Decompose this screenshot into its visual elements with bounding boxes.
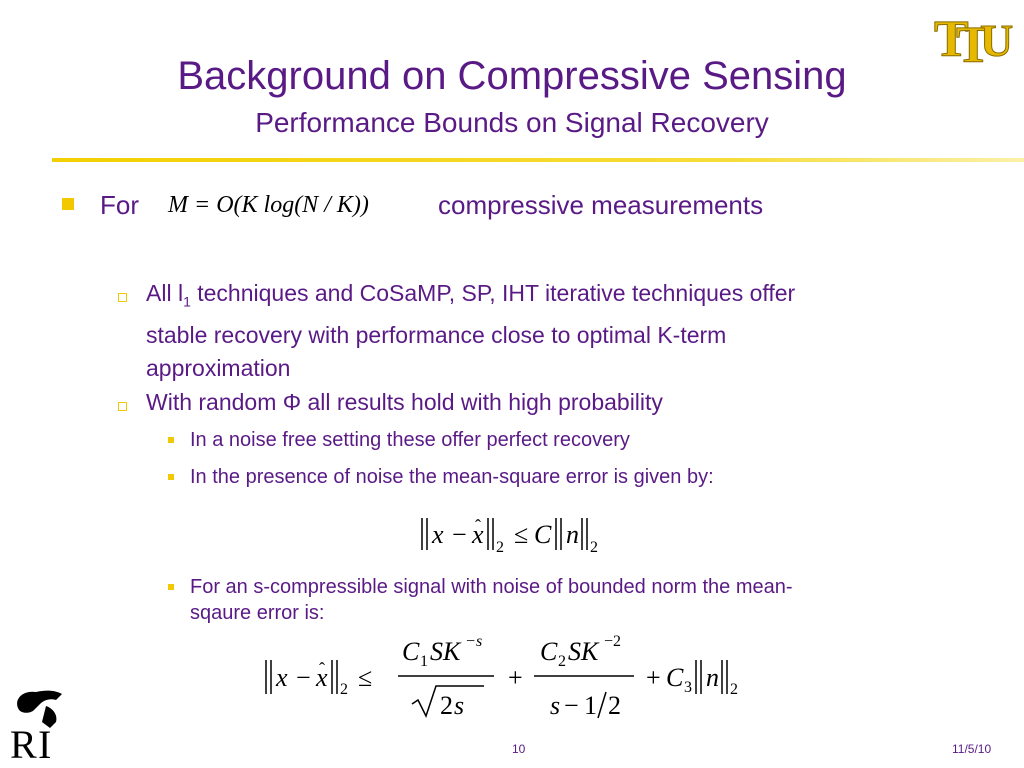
svg-text:−2: −2 <box>604 633 621 650</box>
svg-text:−: − <box>452 520 467 549</box>
small-square-icon <box>168 474 174 480</box>
svg-text:U: U <box>980 15 1013 66</box>
mse-equation-noise: x − x ˆ 2 ≤ C n 2 <box>421 516 598 556</box>
bullet-compressive-measurements: compressive measurements <box>438 190 764 220</box>
svg-text:−: − <box>296 663 311 692</box>
measurement-equation-text: M = O(K log(N / K)) <box>168 192 369 218</box>
svg-text:x: x <box>471 520 484 549</box>
svg-text:≤: ≤ <box>358 663 372 692</box>
bullet-l1-techniques: All l1 techniques and CoSaMP, SP, IHT it… <box>146 280 796 381</box>
svg-text:1: 1 <box>584 691 597 720</box>
svg-text:SK: SK <box>430 637 462 666</box>
bullet-random-phi: With random Φ all results hold with high… <box>146 389 663 415</box>
bullet-noise-free: In a noise free setting these offer perf… <box>190 429 630 451</box>
svg-text:C: C <box>534 520 552 549</box>
svg-text:1: 1 <box>420 653 428 670</box>
svg-text:+: + <box>646 663 661 692</box>
svg-text:2: 2 <box>440 691 453 720</box>
svg-text:+: + <box>508 663 523 692</box>
bullet-s-compressible: For an s-compressible signal with noise … <box>190 576 793 624</box>
svg-text:ˆ: ˆ <box>475 516 481 536</box>
svg-text:n: n <box>706 663 719 692</box>
small-square-icon <box>168 437 174 443</box>
svg-text:2: 2 <box>496 539 504 556</box>
slide-subtitle: Performance Bounds on Signal Recovery <box>255 107 769 138</box>
svg-text:n: n <box>566 520 579 549</box>
hollow-square-icon <box>118 402 127 411</box>
svg-text:T: T <box>956 17 991 70</box>
svg-text:2: 2 <box>730 681 738 698</box>
svg-text:2: 2 <box>558 653 566 670</box>
svg-text:≤: ≤ <box>514 520 528 549</box>
title-divider <box>52 158 1024 162</box>
ri-logo: R I <box>10 690 62 764</box>
slide-date: 11/5/10 <box>952 742 992 756</box>
page-number: 10 <box>512 742 526 756</box>
measurement-equation: M = O(K log(N / K)) <box>168 188 369 222</box>
svg-text:ˆ: ˆ <box>319 659 325 679</box>
svg-text:C: C <box>666 663 684 692</box>
small-square-icon <box>168 584 174 590</box>
svg-text:s: s <box>550 691 560 720</box>
svg-text:x: x <box>315 663 328 692</box>
slide-title: Background on Compressive Sensing <box>177 54 847 98</box>
svg-text:−: − <box>466 633 475 650</box>
mse-equation-compressible: x − x ˆ 2 ≤ C 1 SK − s 2 s + C 2 SK −2 s… <box>265 633 738 720</box>
svg-text:C: C <box>402 637 420 666</box>
svg-text:T: T <box>934 11 969 68</box>
svg-text:2: 2 <box>590 539 598 556</box>
svg-text:s: s <box>454 691 464 720</box>
ttu-logo: T T U <box>934 11 1014 71</box>
bullet-for-label: For <box>100 190 139 220</box>
svg-text:I: I <box>38 722 51 764</box>
hollow-square-icon <box>118 293 127 302</box>
bullet-square-icon <box>62 198 74 210</box>
svg-text:R: R <box>10 722 37 764</box>
svg-text:x: x <box>275 663 288 692</box>
svg-text:s: s <box>476 633 482 650</box>
svg-text:−: − <box>564 691 579 720</box>
svg-text:x: x <box>431 520 444 549</box>
svg-text:2: 2 <box>340 681 348 698</box>
svg-text:SK: SK <box>568 637 600 666</box>
svg-text:C: C <box>540 637 558 666</box>
bullet-noise-presence: In the presence of noise the mean-square… <box>190 466 714 488</box>
svg-text:2: 2 <box>608 691 621 720</box>
svg-text:3: 3 <box>684 679 692 696</box>
